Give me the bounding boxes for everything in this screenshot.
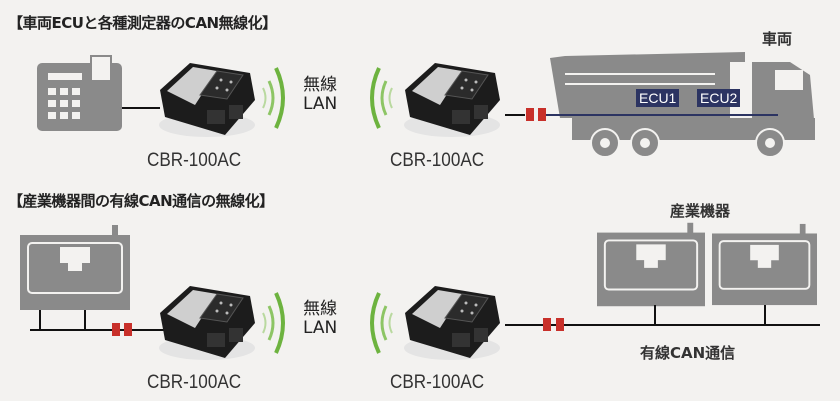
cbr-100ac-device-image [158,62,256,138]
connector-icon [526,108,534,121]
wireless-waves-icon [370,66,394,130]
wireless-label-line1: 無線 [303,75,338,95]
connector-icon [538,108,546,121]
wireless-lan-label: 無線 LAN [303,300,337,338]
wireless-waves-icon [370,291,394,355]
cbr-100ac-device-image [403,285,501,361]
measuring-instrument-icon [37,55,122,131]
wireless-label-line1: 無線 [303,299,338,319]
industrial-machines-label: 産業機器 [670,202,731,220]
connector-icon [112,323,120,336]
section-title-vehicle: 【車両ECUと各種測定器のCAN無線化】 [8,14,277,32]
device-label: CBR-100AC [390,150,485,171]
wireless-waves-icon [261,66,285,130]
ecu2-badge: ECU2 [697,89,741,107]
connector-icon [124,323,132,336]
connector-icon [556,318,564,331]
vehicle-label: 車両 [762,30,793,48]
industrial-machine-icon [597,222,705,307]
device-label: CBR-100AC [390,372,485,393]
cbr-100ac-device-image [403,62,501,138]
wired-can-label: 有線CAN通信 [640,344,736,362]
connector-icon [543,318,551,331]
wireless-label-line2: LAN [303,318,338,338]
wireless-lan-label: 無線 LAN [303,76,337,114]
ecu1-badge: ECU1 [636,89,680,107]
wireless-waves-icon [261,291,285,355]
industrial-machine-icon [712,222,817,307]
device-label: CBR-100AC [147,372,242,393]
device-label: CBR-100AC [147,150,242,171]
dump-truck-icon [550,52,815,158]
industrial-machine-icon [20,225,130,310]
wireless-label-line2: LAN [303,94,338,114]
cbr-100ac-device-image [158,285,256,361]
section-title-industrial: 【産業機器間の有線CAN通信の無線化】 [8,192,274,210]
